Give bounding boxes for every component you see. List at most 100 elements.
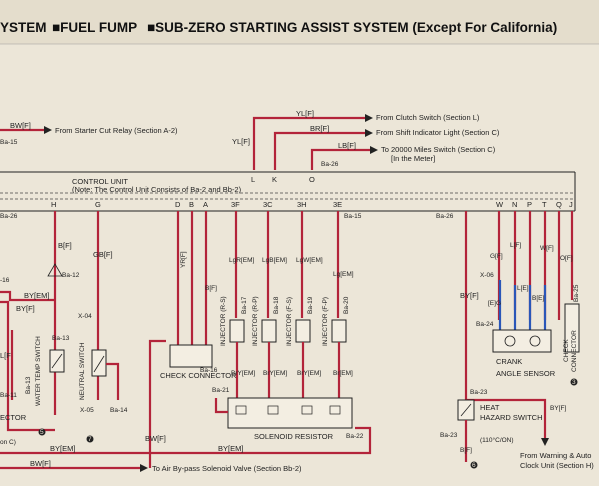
label-ba-14: Ba-14 xyxy=(110,407,128,414)
label-ba-15-mid: Ba-15 xyxy=(344,213,362,220)
label-ba-25: Ba-25 xyxy=(573,284,580,302)
label-ba-18: Ba-18 xyxy=(273,296,280,314)
svg-text:7: 7 xyxy=(88,436,92,443)
label-x-06: X-06 xyxy=(480,272,494,279)
header-title-sub-zero: ■SUB-ZERO STARTING ASSIST SYSTEM (Except… xyxy=(147,20,557,35)
svg-text:3: 3 xyxy=(572,379,576,386)
crank-angle-sensor-box xyxy=(492,329,552,353)
pin-3e: 3E xyxy=(333,200,342,209)
label-ba-24: Ba-24 xyxy=(476,321,494,328)
label-injector-rs: INJECTOR (R-S) xyxy=(220,296,227,346)
label-by-f-right: BY[F] xyxy=(460,291,479,300)
control-unit-title: CONTROL UNIT xyxy=(72,177,128,186)
wire-lb-miles xyxy=(310,148,370,170)
pin-o: O xyxy=(309,175,315,184)
label-lgb-em: LgB[EM] xyxy=(262,257,287,264)
label-gb-f: GB[F] xyxy=(93,250,113,259)
label-ector: ECTOR xyxy=(0,413,27,422)
wire-neutral-side xyxy=(106,362,120,400)
header-title-system: YSTEM xyxy=(0,20,47,35)
wire-br-shift xyxy=(273,131,365,170)
label-bw-f-top: BW[F] xyxy=(10,121,31,130)
header-title-fuel-pump: ■FUEL FUMP xyxy=(52,20,137,35)
label-b-f-mid: B[F] xyxy=(205,285,217,292)
pin-k: K xyxy=(272,175,277,184)
label-bry-em-1: BrY[EM] xyxy=(231,370,255,377)
label-b-f-right: B[F] xyxy=(460,447,472,454)
ground-7-icon xyxy=(86,435,94,443)
label-bw-f-mid: BW[F] xyxy=(145,434,166,443)
label-bw-f-bottom: BW[F] xyxy=(30,459,51,468)
label-ba-13-b: Ba-13 xyxy=(25,376,32,394)
label-e-l: L[E] xyxy=(517,285,529,292)
label-by-f-low: BY[F] xyxy=(550,405,566,412)
pin-w: W xyxy=(496,200,504,209)
label-clutch-switch: From Clutch Switch (Section L) xyxy=(376,113,480,122)
label-crank: CRANK xyxy=(496,357,522,366)
label-e-g: [E]G xyxy=(488,300,501,307)
ground-3-icon xyxy=(570,378,578,386)
label-solenoid-resistor: SOLENOID RESISTOR xyxy=(254,432,334,441)
check-connector-box xyxy=(169,344,213,368)
label-ba-12: Ba-12 xyxy=(62,272,80,279)
label-ba-23-b: Ba-23 xyxy=(440,432,458,439)
label-minus-16: -16 xyxy=(0,277,10,284)
wire-by-em-bottom xyxy=(0,426,372,455)
label-l-f-left: L[F] xyxy=(0,351,13,360)
label-ba-19: Ba-19 xyxy=(307,296,314,314)
label-ba-23-a: Ba-23 xyxy=(470,389,488,396)
label-ba-22: Ba-22 xyxy=(346,433,364,440)
pin-h: H xyxy=(51,200,56,209)
label-br-f: BR[F] xyxy=(310,124,329,133)
label-in-meter: [In the Meter] xyxy=(391,154,435,163)
pin-q: Q xyxy=(556,200,562,209)
label-b-f-left: B[F] xyxy=(58,241,72,250)
label-lgw-em: LgW[EM] xyxy=(296,257,323,264)
label-angle-sensor: ANGLE SENSOR xyxy=(496,369,556,378)
pin-d: D xyxy=(175,200,181,209)
label-ba-26-top: Ba-26 xyxy=(321,161,339,168)
label-ba-11: Ba-11 xyxy=(0,392,17,399)
label-x-05: X-05 xyxy=(80,407,94,414)
label-miles-switch: To 20000 Miles Switch (Section C) xyxy=(381,145,496,154)
label-o-f: O[F] xyxy=(560,255,573,262)
injector-fp-box xyxy=(331,319,347,343)
pin-3h: 3H xyxy=(297,200,307,209)
label-l-f-right: L[F] xyxy=(510,242,521,249)
label-lgr-em: LgR[EM] xyxy=(229,257,254,264)
pin-p: P xyxy=(527,200,532,209)
injector-rs-box xyxy=(229,319,245,343)
label-injector-rp: INJECTOR (R-P) xyxy=(252,296,259,346)
label-yr-f: YR[F] xyxy=(180,251,187,268)
injector-rp-box xyxy=(261,319,277,343)
label-x-04: X-04 xyxy=(78,313,92,320)
label-by-em-1: BY[EM] xyxy=(24,291,49,300)
pin-3c: 3C xyxy=(263,200,273,209)
svg-text:6: 6 xyxy=(472,462,476,469)
wire-by-f-1 xyxy=(0,300,55,432)
label-ba-13-a: Ba-13 xyxy=(52,335,70,342)
label-on-c: on C) xyxy=(0,439,16,446)
label-w-f: W[F] xyxy=(540,245,554,252)
label-g-f: G[F] xyxy=(490,253,503,260)
label-neutral-switch: NEUTRAL SWITCH xyxy=(79,342,86,400)
label-ba-26-right: Ba-26 xyxy=(436,213,454,220)
label-ba-17: Ba-17 xyxy=(241,296,248,314)
label-injector-fs: INJECTOR (F-S) xyxy=(286,297,293,346)
label-lb-f: LB[F] xyxy=(338,141,356,150)
pin-b: B xyxy=(189,200,194,209)
label-by-em-2: BY[EM] xyxy=(50,444,75,453)
label-starter-cut-relay: From Starter Cut Relay (Section A-2) xyxy=(55,126,178,135)
label-ba-20: Ba-20 xyxy=(343,296,350,314)
ground-5-icon xyxy=(38,428,46,436)
pin-a: A xyxy=(203,200,208,209)
label-warning-2: Clock Unit (Section H) xyxy=(520,461,594,470)
pin-3f: 3F xyxy=(231,200,240,209)
label-e-b: B[E] xyxy=(532,295,544,302)
ground-6-icon xyxy=(470,461,478,469)
wire-solenoid-in xyxy=(214,398,228,414)
label-bry-em-2: BrY[EM] xyxy=(263,370,287,377)
wire-yl-clutch xyxy=(252,116,365,170)
label-water-temp-switch: WATER TEMP SWITCH xyxy=(35,336,42,406)
